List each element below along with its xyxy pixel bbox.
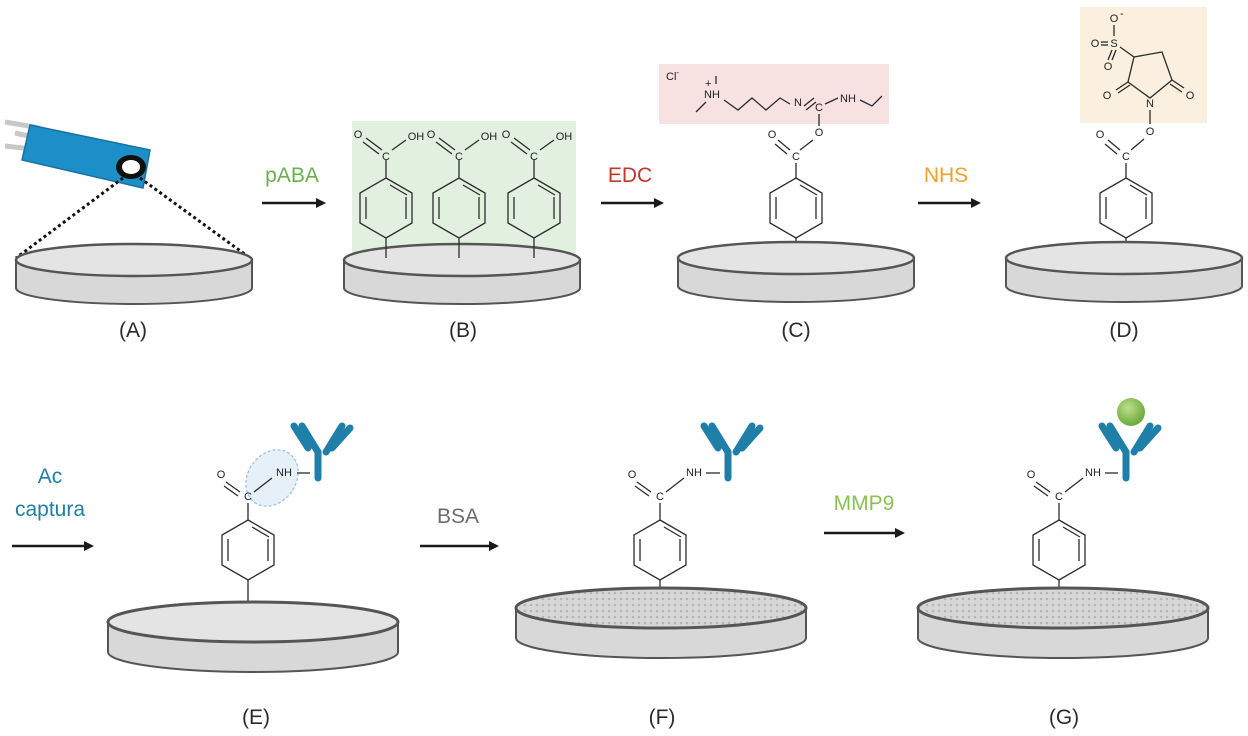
svg-text:C: C [530,151,538,163]
step-label-a: (A) [119,319,147,342]
ammonium-n: NH [704,89,720,101]
reagent-bsa: BSA [420,505,499,551]
electrode-disk-d [1004,240,1244,304]
svg-text:C: C [792,151,800,163]
paba-molecule-2: C O OH [427,129,498,258]
reagent-label-captura: captura [15,498,85,521]
svg-text:NH: NH [686,467,702,479]
svg-text:OH: OH [481,131,498,143]
svg-text:O: O [1110,13,1119,25]
step-g-mmp9-captured: O C NH (G) [916,398,1210,729]
electrode-disk-bsa-f [514,586,808,660]
svg-text:C: C [815,102,823,114]
svg-text:OH: OH [556,131,573,143]
svg-text:OH: OH [408,131,425,143]
step-d-nhs-ester: O - O S O O O N O C O (D) [1004,7,1244,342]
reagent-label-ac: Ac [38,465,63,488]
svg-text:O: O [1091,38,1100,50]
svg-text:O: O [1104,61,1113,73]
step-label-b: (B) [449,319,477,342]
svg-text:S: S [1110,38,1117,50]
reagent-paba: pABA [262,164,326,208]
electrode-disk-a [14,242,254,306]
edc-highlight-box [659,64,889,124]
electrode-disk-e [106,600,400,674]
reagent-label-paba: pABA [265,164,319,187]
reagent-mmp9: MMP9 [824,492,905,538]
svg-text:C: C [455,151,463,163]
reagent-label-edc: EDC [608,164,652,187]
step-a-electrode: (A) [4,119,254,342]
zoom-line-left [15,176,124,260]
capture-antibody-icon [294,426,350,478]
svg-text:O: O [815,127,824,139]
electrode-disk-bsa-g [916,586,1210,660]
svg-text:NH: NH [276,467,292,479]
electrode-disk-c [676,240,916,304]
svg-text:NH: NH [1085,467,1101,479]
reagent-nhs: NHS [918,164,981,208]
chloride-ion: Cl- [666,68,679,83]
paba-molecule-3: C O OH [502,129,573,258]
svg-text:+: + [705,78,711,90]
capture-antibody-icon-f [704,426,760,478]
step-c-edc-intermediate: Cl- NH + N C NH O C O (C) [659,64,916,342]
step-e-antibody-bound: O C NH (E) [106,426,400,729]
paba-molecule-1: C O OH [354,129,425,258]
svg-text:C: C [1122,151,1130,163]
mmp9-antigen-icon [1117,398,1145,426]
reagent-label-nhs: NHS [924,164,968,187]
svg-text:O: O [768,129,777,141]
svg-text:O: O [628,469,637,481]
step-label-f: (F) [649,706,676,729]
step-label-g: (G) [1049,706,1079,729]
electrode-disk-b [342,242,582,306]
svg-text:O: O [1146,126,1155,138]
step-label-e: (E) [242,706,270,729]
svg-text:NH: NH [840,93,856,105]
svg-text:N: N [794,97,802,109]
svg-text:C: C [1055,491,1063,503]
reagent-capture-antibody: Ac captura [12,465,94,551]
step-label-c: (C) [781,319,810,342]
electrode-strip-icon [4,119,151,189]
svg-text:N: N [1146,98,1154,110]
zoom-line-right [139,176,251,260]
svg-text:O: O [427,129,436,141]
step-f-bsa-blocked: O C NH (F) [514,426,808,729]
svg-text:O: O [1096,129,1105,141]
svg-text:O: O [1103,90,1112,102]
svg-text:O: O [1186,90,1195,102]
nhs-highlight-box [1080,7,1207,123]
svg-text:C: C [244,491,252,503]
reagent-label-mmp9: MMP9 [834,492,895,515]
svg-text:-: - [1120,8,1124,20]
reagent-label-bsa: BSA [437,505,479,528]
capture-antibody-icon-g [1102,426,1158,478]
svg-text:O: O [1027,469,1036,481]
svg-text:O: O [354,129,363,141]
svg-text:O: O [217,469,226,481]
svg-text:O: O [502,129,511,141]
reagent-edc: EDC [601,164,664,208]
svg-text:C: C [656,491,664,503]
step-label-d: (D) [1109,319,1138,342]
svg-text:C: C [382,151,390,163]
step-b-paba-layer: C O OH C O OH C O OH [342,121,582,342]
